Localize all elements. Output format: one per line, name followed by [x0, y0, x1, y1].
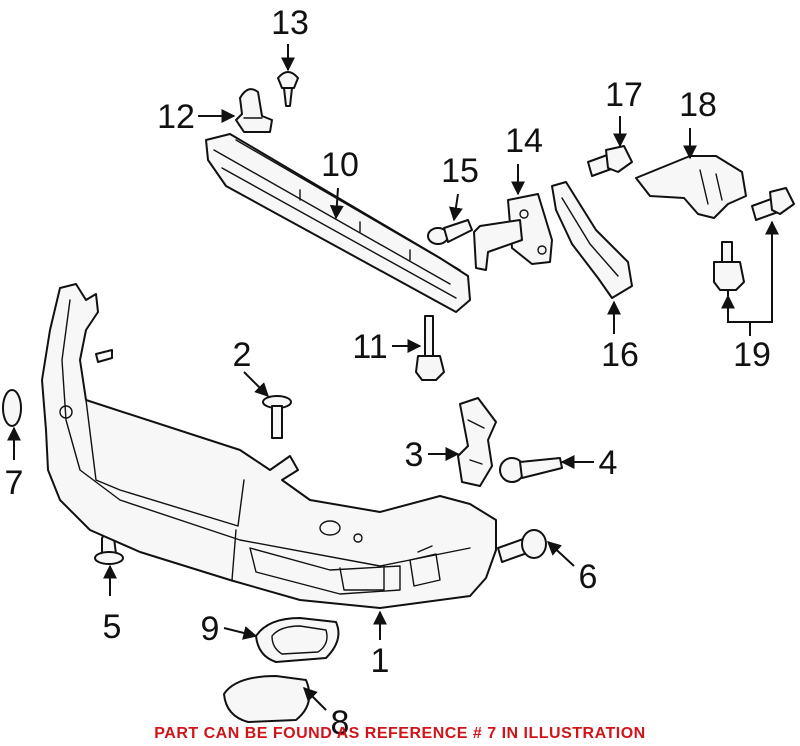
guide-bracket-3: [457, 397, 497, 487]
bolt-6: [497, 529, 547, 563]
bolt-19b: [713, 241, 745, 291]
mounting-bracket-14: [473, 193, 553, 271]
callout-13: 13: [271, 4, 309, 42]
clip-13: [277, 71, 299, 107]
callout-15: 15: [441, 152, 479, 190]
callout-10: 10: [321, 146, 359, 184]
stud-11: [415, 315, 445, 381]
callout-4: 4: [599, 444, 618, 482]
bracket-18: [635, 155, 747, 219]
callout-1: 1: [371, 642, 390, 680]
reinforcement-bar: [205, 133, 471, 313]
footer-note: PART CAN BE FOUND AS REFERENCE # 7 IN IL…: [154, 725, 645, 742]
bolt-19a: [751, 187, 795, 221]
grille-insert-9: [255, 617, 340, 663]
leader-lines: [6, 44, 779, 711]
callout-7: 7: [5, 464, 24, 502]
callout-11: 11: [352, 328, 387, 366]
side-bracket-16: [551, 181, 633, 299]
callout-9: 9: [201, 610, 220, 648]
callout-8: 8: [331, 704, 350, 742]
screw-4: [499, 457, 563, 483]
bumper-cover-1: [41, 283, 497, 609]
callout-16: 16: [601, 336, 639, 374]
guide-pin: [235, 88, 273, 133]
callout-12: 12: [157, 98, 195, 136]
tow-hook-cover-7: [2, 389, 22, 427]
callout-5: 5: [103, 608, 122, 646]
callout-2: 2: [233, 336, 252, 374]
callout-6: 6: [579, 558, 598, 596]
callout-17: 17: [605, 76, 643, 114]
callout-3: 3: [405, 436, 424, 474]
bolt-17: [587, 145, 633, 177]
bolt-15: [427, 219, 473, 245]
screw-2: [262, 395, 292, 439]
callout-14: 14: [505, 122, 543, 160]
cover-8: [223, 675, 311, 723]
callout-19: 19: [733, 336, 771, 374]
callout-18: 18: [679, 86, 717, 124]
